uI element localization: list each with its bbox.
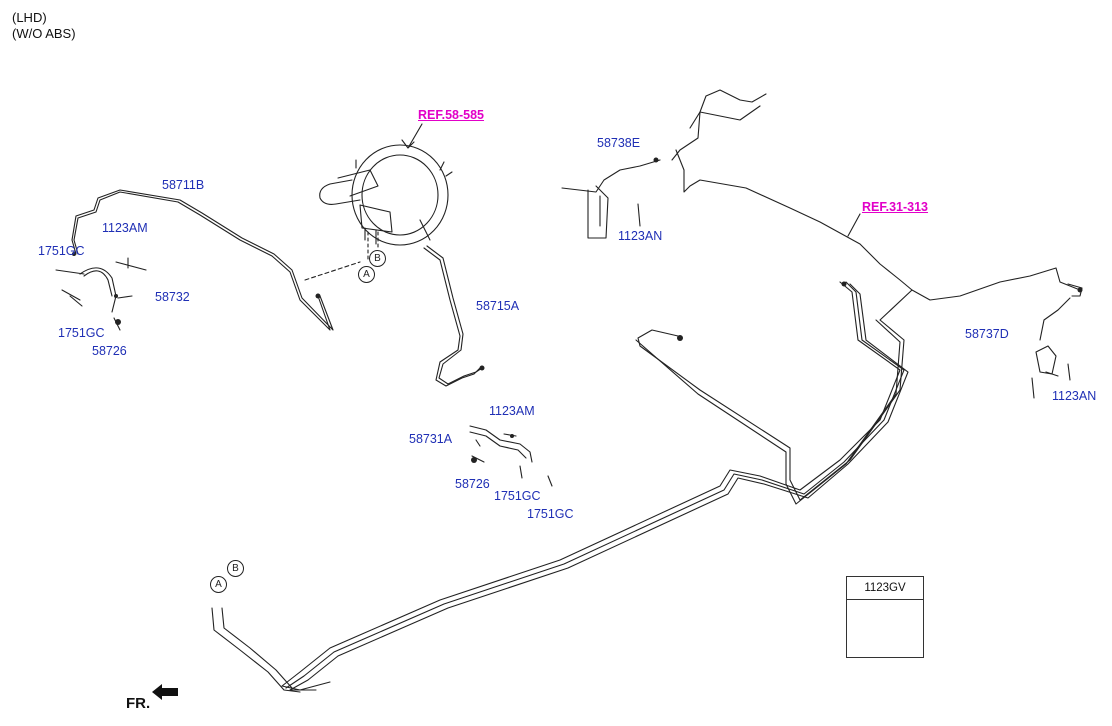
part-label-58732: 58732	[155, 290, 190, 304]
reference-58-585[interactable]: REF.58-585	[418, 108, 485, 122]
connector-a-bottom: A	[210, 576, 227, 593]
part-label-58737D: 58737D	[965, 327, 1009, 341]
reference-31-313[interactable]: REF.31-313	[862, 200, 929, 214]
header-wo-abs: (W/O ABS)	[12, 26, 76, 41]
part-label-1751GC: 1751GC	[494, 489, 541, 503]
brake-line-58715A	[423, 245, 483, 387]
part-label-58738E: 58738E	[597, 136, 641, 150]
connector-b-top: B	[369, 250, 386, 267]
bracket-58731A	[469, 425, 553, 487]
brake-line-58711B	[71, 189, 334, 331]
bracket-58732	[55, 257, 147, 331]
part-label-58726: 58726	[455, 477, 490, 491]
brake-booster-assembly	[319, 144, 453, 246]
legend-code: 1123GV	[847, 577, 923, 600]
brake-line-58738E	[561, 89, 913, 291]
legend-box: 1123GV	[846, 576, 924, 658]
part-label-1123AM: 1123AM	[102, 221, 148, 235]
part-label-58731A: 58731A	[409, 432, 453, 446]
part-label-1751GC: 1751GC	[38, 244, 85, 258]
part-label-1123AM: 1123AM	[489, 404, 535, 418]
header-lhd: (LHD)	[12, 10, 47, 25]
front-direction-label: FR.	[126, 695, 151, 712]
part-label-58726: 58726	[92, 344, 127, 358]
part-label-1751GC: 1751GC	[527, 507, 574, 521]
part-label-58711B: 58711B	[162, 178, 205, 192]
front-arrow-icon	[152, 684, 178, 700]
part-label-1123AN: 1123AN	[618, 229, 663, 243]
brake-line-bundle	[211, 267, 1081, 693]
connector-b-bottom: B	[227, 560, 244, 577]
part-label-1751GC: 1751GC	[58, 326, 105, 340]
part-label-58715A: 58715A	[476, 299, 520, 313]
connector-a-top: A	[358, 266, 375, 283]
bracket-58737D	[1031, 283, 1083, 399]
part-label-1123AN: 1123AN	[1052, 389, 1097, 403]
